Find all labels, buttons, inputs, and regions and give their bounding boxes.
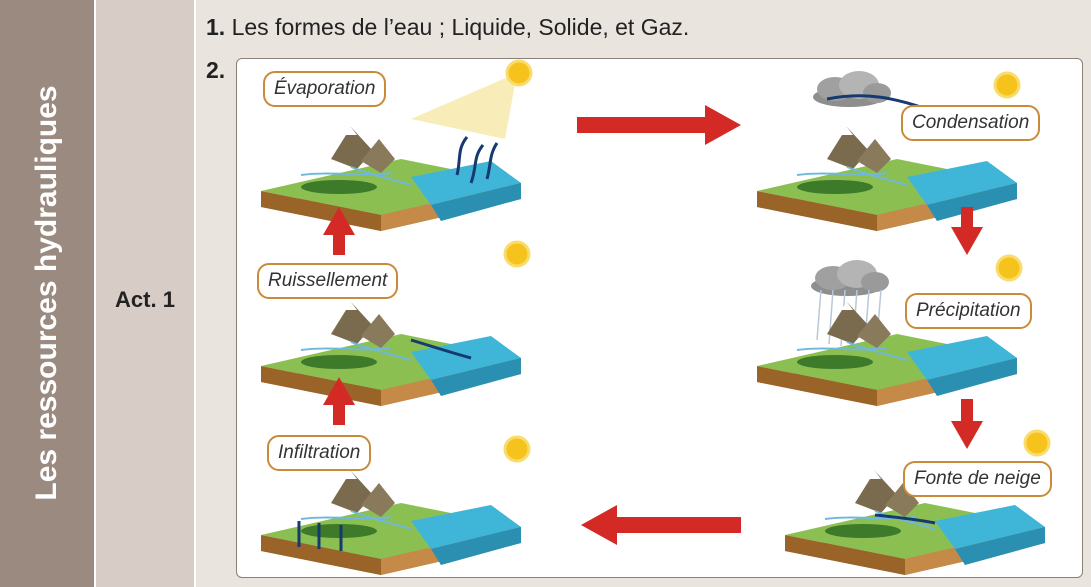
snowmelt-label: Fonte de neige [903, 461, 1052, 497]
question-1-text: Les formes de l’eau ; Liquide, Solide, e… [231, 14, 690, 40]
question-1: 1. Les formes de l’eau ; Liquide, Solide… [206, 14, 689, 41]
precipitation-label: Précipitation [905, 293, 1032, 329]
precipitation-scene [756, 254, 1023, 407]
arrow-up-1 [323, 207, 355, 255]
activity-label: Act. 1 [115, 287, 175, 312]
evaporation-label: Évaporation [263, 71, 387, 107]
arrow-up-2 [323, 377, 355, 425]
chapter-sidebar: Les ressources hydrauliques [0, 0, 94, 587]
arrow-left [581, 505, 741, 545]
arrow-right [577, 105, 741, 145]
activity-content: 1. Les formes de l’eau ; Liquide, Solide… [196, 0, 1091, 587]
condensation-label: Condensation [901, 105, 1041, 141]
water-cycle-diagram: Évaporation Condensation Précipitation F… [236, 58, 1083, 578]
runoff-scene [260, 240, 531, 407]
infiltration-scene [260, 435, 531, 576]
question-2-number: 2. [206, 57, 226, 83]
infiltration-label: Infiltration [267, 435, 372, 471]
water-cycle-illustration [260, 59, 1051, 576]
arrow-down-1 [951, 207, 983, 255]
runoff-label: Ruissellement [257, 263, 399, 299]
activity-column: Act. 1 [96, 0, 194, 587]
column-separator [94, 0, 96, 587]
evaporation-scene [260, 59, 533, 232]
chapter-title: Les ressources hydrauliques [30, 85, 63, 501]
snowmelt-scene [784, 429, 1051, 576]
arrow-down-2 [951, 399, 983, 449]
condensation-scene [756, 71, 1021, 232]
question-1-number: 1. [206, 14, 226, 40]
